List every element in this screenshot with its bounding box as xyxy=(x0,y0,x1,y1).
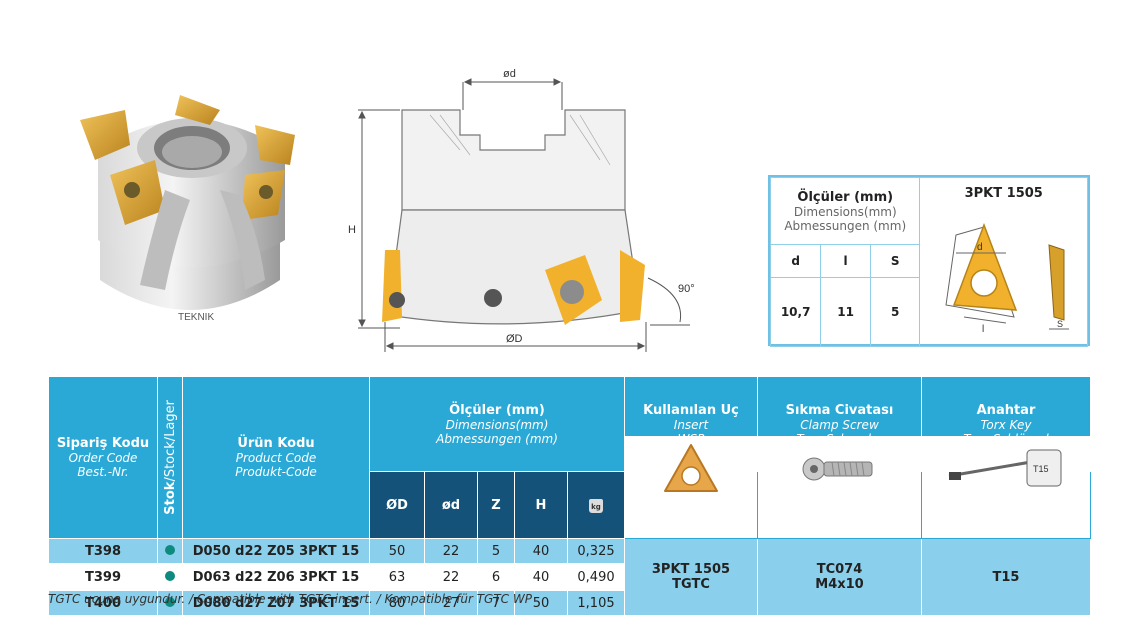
cell-order-code: T400 xyxy=(48,590,158,616)
footnote: TGTC ucuna uygundur. / Compatible with T… xyxy=(48,592,532,606)
cell-z: 7 xyxy=(477,590,515,616)
table-row: T399 D063 d22 Z06 3PKT 15 63 22 6 40 0,4… xyxy=(48,563,1091,591)
screw-icon xyxy=(802,457,872,481)
label-angle: 90° xyxy=(678,283,695,295)
label-od-top: ød xyxy=(503,68,516,80)
ibox-val-d: 10,7 xyxy=(769,277,822,347)
cell-stock xyxy=(157,563,183,591)
ibox-val-s: 5 xyxy=(869,277,921,347)
cell-h: 40 xyxy=(514,538,568,564)
header-dimensions: Ölçüler (mm) Dimensions(mm) Abmessungen … xyxy=(369,376,625,472)
insert-sketch: d l S xyxy=(945,222,1069,335)
cell-product-code: D050 d22 Z05 3PKT 15 xyxy=(182,538,370,564)
cell-h: 40 xyxy=(514,563,568,591)
label-h: H xyxy=(348,224,356,236)
cell-order-code: T399 xyxy=(48,563,158,591)
ibox-insert-name: 3PKT 1505 xyxy=(964,186,1043,201)
cell-weight: 1,105 xyxy=(567,590,625,616)
cell-od: 50 xyxy=(369,538,425,564)
sub-header-weight: kg xyxy=(567,471,625,539)
cell-small-d: 27 xyxy=(424,590,478,616)
cell-z: 5 xyxy=(477,538,515,564)
cell-product-code: D063 d22 Z06 3PKT 15 xyxy=(182,563,370,591)
sub-header-od: ØD xyxy=(369,471,425,539)
in-stock-dot xyxy=(165,544,175,555)
in-stock-dot xyxy=(165,596,175,607)
table-row: T398 D050 d22 Z05 3PKT 15 50 22 5 40 0,3… xyxy=(48,538,1091,616)
ibox-title-de: Abmessungen (mm) xyxy=(784,218,907,233)
label-od-bottom: ØD xyxy=(506,333,523,345)
insert-image-cell xyxy=(624,435,758,503)
fig-d: d xyxy=(977,242,983,253)
fig-s: S xyxy=(1057,319,1063,329)
cell-weight: 0,325 xyxy=(567,538,625,564)
ibox-title-tr: Ölçüler (mm) xyxy=(797,189,894,205)
ibox-val-l: 11 xyxy=(820,277,871,347)
product-table: Sipariş Kodu Order Code Best.-Nr. Stok/S… xyxy=(48,376,1091,616)
sub-header-small-d: ød xyxy=(424,471,478,539)
ibox-col-s: S xyxy=(869,244,921,278)
cell-z: 6 xyxy=(477,563,515,591)
cell-clamp-screw: TC074 M4x10 xyxy=(757,538,922,616)
insert-icon xyxy=(664,444,718,492)
in-stock-dot xyxy=(165,570,175,581)
brand-logo: TEKNIK xyxy=(178,312,214,323)
header-order-code: Sipariş Kodu Order Code Best.-Nr. xyxy=(48,376,158,539)
cutter-photo: TEKNIK xyxy=(80,95,295,323)
cell-insert: 3PKT 1505 TGTC xyxy=(624,538,758,616)
sub-header-h: H xyxy=(514,471,568,539)
cell-small-d: 22 xyxy=(424,563,478,591)
weight-icon: kg xyxy=(589,498,603,513)
ibox-col-l: l xyxy=(820,244,871,278)
cell-stock xyxy=(157,538,183,564)
fig-l: l xyxy=(982,324,984,335)
ibox-col-d: d xyxy=(769,244,822,278)
cell-od: 63 xyxy=(369,563,425,591)
header-product-code: Ürün Kodu Product Code Produkt-Code xyxy=(182,376,370,539)
header-stock: Stok/Stock/Lager xyxy=(157,376,183,539)
key-handle-label: T15 xyxy=(1033,464,1049,474)
cell-weight: 0,490 xyxy=(567,563,625,591)
cell-small-d: 22 xyxy=(424,538,478,564)
key-image-cell: T15 xyxy=(921,435,1091,503)
cell-order-code: T398 xyxy=(48,538,158,564)
ibox-title-en: Dimensions(mm) xyxy=(793,204,897,219)
cell-h: 50 xyxy=(514,590,568,616)
table-row: T400 D080 d27 Z07 3PKT 15 80 27 7 50 1,1… xyxy=(48,590,1091,616)
cell-torx-key: T15 xyxy=(921,538,1091,616)
torx-key-icon: T15 xyxy=(948,449,1062,487)
technical-drawing: ød H ØD 90° xyxy=(348,68,695,352)
cell-od: 80 xyxy=(369,590,425,616)
insert-dimensions-box: Ölçüler (mm) Dimensions(mm) Abmessungen … xyxy=(768,175,1090,347)
screw-image-cell xyxy=(757,435,922,503)
sub-header-z: Z xyxy=(477,471,515,539)
cell-product-code: D080 d27 Z07 3PKT 15 xyxy=(182,590,370,616)
